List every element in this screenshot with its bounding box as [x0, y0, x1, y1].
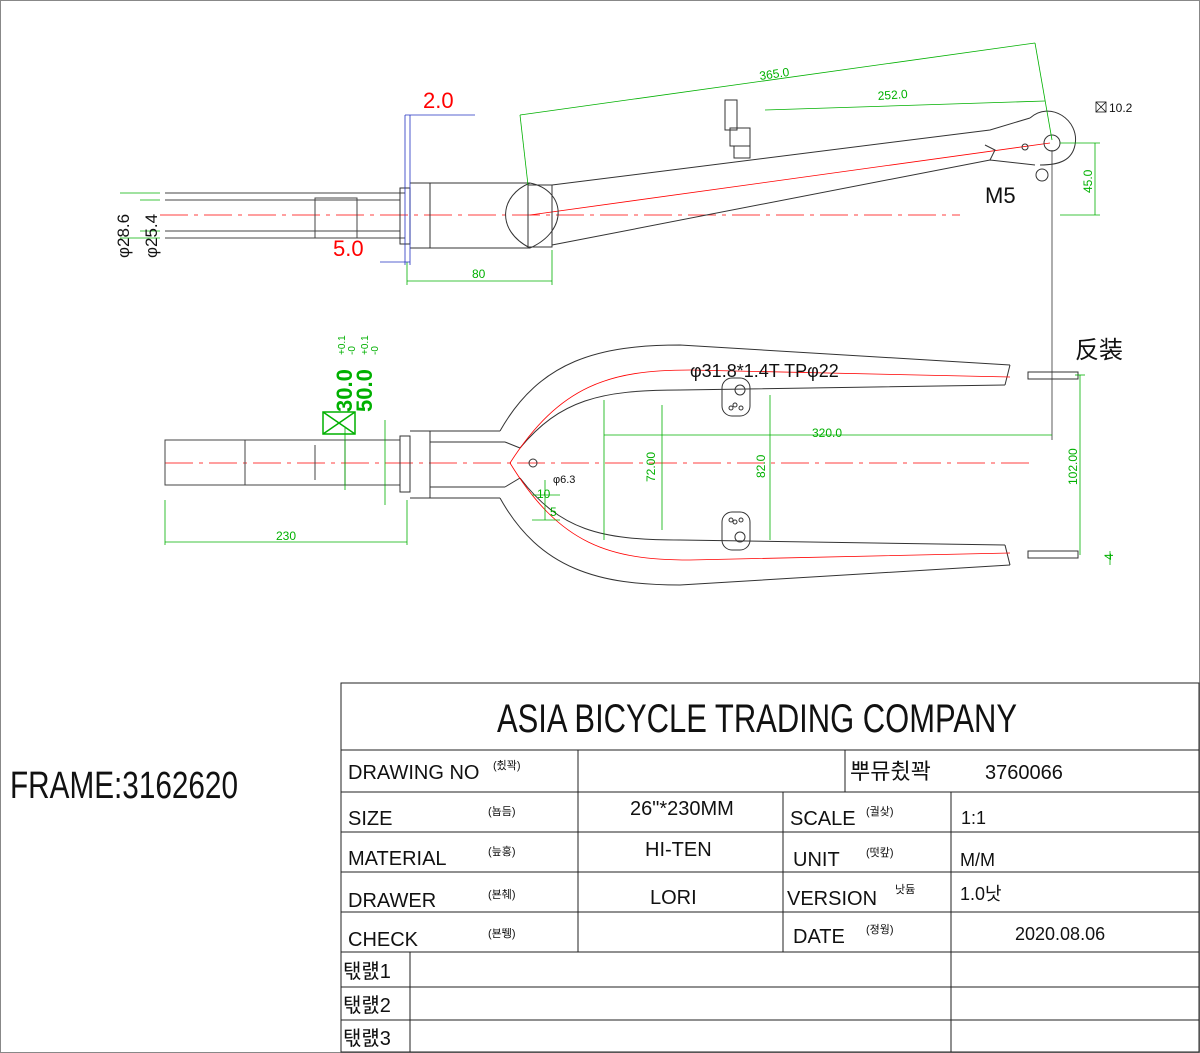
- code-value: 3760066: [985, 762, 1063, 784]
- dim-crown-offset: 5.0: [333, 236, 364, 261]
- top-crown: [399, 430, 505, 499]
- drawing-no-label: DRAWING NO: [348, 762, 479, 784]
- tol-50-plus: +0.1: [360, 335, 371, 355]
- dim-45: 45.0: [1081, 169, 1095, 193]
- bearing-square-icon: [322, 411, 356, 435]
- revision-1: 탟럜1: [343, 960, 391, 983]
- brake-mount-top: [721, 377, 751, 417]
- brake-mount-bottom: [721, 511, 751, 551]
- version-value: 1.0낫: [960, 884, 1002, 904]
- mount-note-cn: 反装: [1075, 337, 1123, 364]
- bolt-m5-label: M5: [985, 183, 1016, 208]
- side-crown: [399, 182, 559, 249]
- scale-value: 1:1: [961, 808, 986, 828]
- size-value: 26"*230MM: [630, 798, 734, 820]
- dim-72: 72.00: [644, 452, 658, 482]
- scale-label: SCALE: [790, 808, 856, 830]
- check-sub: (뵨뛩): [488, 927, 516, 940]
- dim-82: 82.0: [754, 454, 768, 478]
- dim-230: 230: [276, 529, 296, 543]
- date-value: 2020.08.06: [1015, 924, 1105, 944]
- dim-10: 10: [537, 487, 551, 501]
- dim-320: 320.0: [812, 426, 842, 440]
- top-inner-red: [509, 369, 1011, 561]
- drawer-value: LORI: [650, 887, 697, 909]
- side-dim-lines: [120, 42, 1100, 285]
- date-label: DATE: [793, 926, 845, 948]
- tol-50-minus: -0: [370, 346, 381, 355]
- dropout-bottom: [1027, 550, 1079, 559]
- blade-axis-line: [529, 142, 1051, 216]
- dim-5: 5: [550, 505, 557, 519]
- frame-label: FRAME:3162620: [10, 765, 238, 807]
- title-block: ASIA BICYCLE TRADING COMPANY DRAWING NO …: [340, 682, 1200, 1053]
- dim-steer-outer: φ28.6: [114, 214, 133, 258]
- dim-top-offset: 2.0: [423, 88, 454, 113]
- material-value: HI-TEN: [645, 839, 712, 861]
- unit-label: UNIT: [793, 849, 840, 871]
- drawer-sub: (뵨췌): [488, 888, 516, 901]
- code-label: 뿌뮤췼꽉: [850, 759, 931, 784]
- brake-boss: [724, 99, 751, 159]
- side-view: 365.0 252.0 10.2 45.0 M5 2.0 5.0 80 φ28.…: [114, 42, 1133, 440]
- dim-365: 365.0: [758, 65, 790, 83]
- dropout-top: [1027, 371, 1079, 380]
- drawer-label: DRAWER: [348, 890, 436, 912]
- unit-value: M/M: [960, 850, 995, 870]
- crown-hole: [528, 458, 538, 468]
- top-steerer-tube: [164, 439, 401, 486]
- dim-slot-10-2: 10.2: [1109, 101, 1133, 115]
- revision-2: 탟럜2: [343, 994, 391, 1017]
- side-fork-blade: [551, 110, 1076, 246]
- date-sub: (졍웡): [866, 923, 894, 936]
- size-sub: (뇹듬): [488, 805, 516, 818]
- top-fork-legs: [499, 344, 1011, 586]
- bearing-50: 50.0: [352, 369, 377, 412]
- top-view: 30.0 50.0 +0.1 -0 +0.1 -0 φ31.8*1.4T TPφ…: [164, 335, 1123, 586]
- dim-crown-80: 80: [472, 267, 486, 281]
- version-sub: 낫듐: [895, 883, 915, 896]
- offset-dim-lines: [380, 114, 475, 265]
- material-sub: (늪홍): [488, 844, 516, 858]
- dim-252: 252.0: [877, 87, 908, 103]
- dim-4: 4: [1102, 553, 1116, 560]
- unit-sub: (떳캎): [866, 846, 894, 859]
- size-label: SIZE: [348, 808, 392, 830]
- dim-102: 102.00: [1066, 448, 1080, 485]
- top-dim-lines: [164, 374, 1111, 565]
- scale-sub: (궐샂): [866, 804, 894, 818]
- check-label: CHECK: [348, 929, 419, 951]
- slot-square-icon: [1095, 101, 1107, 113]
- tube-spec: φ31.8*1.4T TPφ22: [690, 361, 839, 381]
- company-name: ASIA BICYCLE TRADING COMPANY: [497, 697, 1017, 741]
- tol-30-minus: -0: [347, 346, 358, 355]
- tol-30-plus: +0.1: [337, 335, 348, 355]
- side-steerer-tube: [165, 192, 405, 239]
- version-label: VERSION: [787, 888, 877, 910]
- drawing-no-sub: (췼꽉): [493, 759, 521, 772]
- dim-hole: φ6.3: [553, 474, 575, 486]
- material-label: MATERIAL: [348, 848, 447, 870]
- revision-3: 탟럜3: [343, 1027, 391, 1050]
- bearing-30: 30.0: [332, 369, 357, 412]
- dim-steer-inner: φ25.4: [142, 214, 161, 258]
